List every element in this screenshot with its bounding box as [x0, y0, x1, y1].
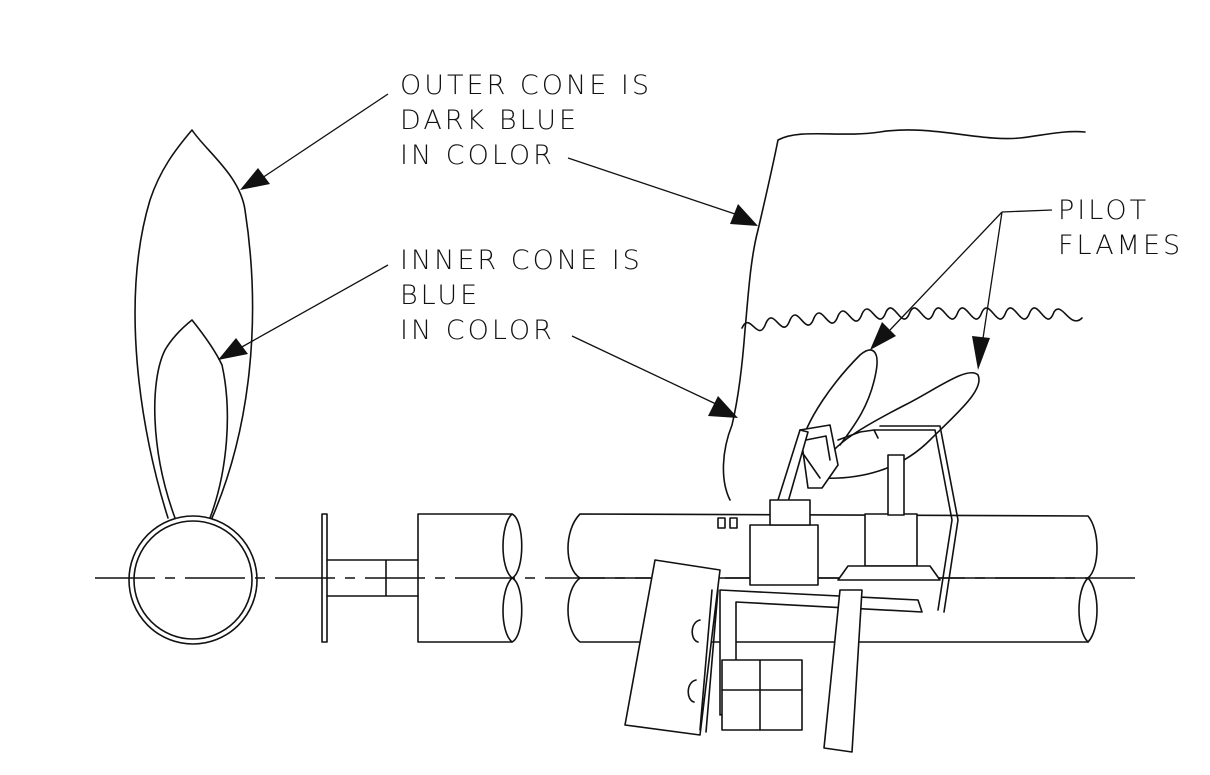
- burner-neck: [326, 559, 419, 597]
- outer-cone-label: OUTER CONE IS DARK BLUE IN COLOR: [400, 68, 652, 173]
- thermocouple-base: [864, 513, 918, 567]
- thermocouple-nut: [837, 565, 941, 581]
- arrowhead: [218, 338, 248, 360]
- orifice-block-lines: [721, 659, 803, 731]
- thermocouple-lead: [823, 589, 863, 753]
- outer-cone-label-line-3: IN COLOR: [400, 140, 555, 171]
- callout-inner-cone: [218, 264, 738, 418]
- pilot-hood: [799, 424, 839, 489]
- pilot-flame-left: [799, 349, 878, 451]
- pilot-body: [749, 524, 819, 586]
- orifice-block: [721, 659, 803, 731]
- arrowhead: [240, 168, 270, 190]
- thermocouple-rod: [887, 454, 905, 516]
- burner-tube-ends: [1078, 577, 1089, 643]
- outer-cone-label-line-2: DARK BLUE: [400, 105, 580, 136]
- pilot-flames-label: PILOT FLAMES: [1058, 193, 1183, 263]
- flame-wave-line: [741, 307, 1083, 332]
- callout-outer-cone: [240, 93, 758, 226]
- gas-valve-body: [624, 559, 721, 736]
- main-flame: [722, 129, 1086, 501]
- burner-port-outer: [128, 515, 258, 645]
- inner-cone: [153, 319, 229, 519]
- inner-cone-label-line-1: INNER CONE IS: [400, 245, 643, 276]
- pilot-flames-label-line-2: FLAMES: [1058, 230, 1184, 261]
- pilot-upper: [769, 499, 811, 526]
- inner-cone-label-line-2: BLUE: [400, 280, 481, 311]
- burner-body-ends: [502, 513, 513, 643]
- outer-cone-label-line-1: OUTER CONE IS: [400, 70, 652, 101]
- burner-port-inner: [133, 520, 253, 640]
- pilot-bracket: [873, 425, 959, 613]
- arrowhead: [708, 396, 738, 418]
- burner-side-view: [321, 513, 523, 643]
- arrowhead: [972, 336, 990, 370]
- pilot-shield-top: [837, 429, 879, 441]
- arrowhead: [870, 322, 896, 350]
- port-slot-1: [717, 517, 726, 529]
- mounting-flange: [321, 513, 328, 643]
- inner-cone-label-line-3: IN COLOR: [400, 315, 555, 346]
- outer-cone: [134, 129, 254, 519]
- gas-valve-rail: [699, 589, 719, 733]
- burner-flame-end-view: [128, 129, 258, 645]
- pilot-hood-inner: [803, 435, 831, 479]
- burner-with-pilot: [567, 129, 1098, 753]
- pilot-flames-label-line-1: PILOT: [1058, 195, 1150, 226]
- pilot-tube: [777, 429, 809, 503]
- port-slot-2: [729, 517, 738, 529]
- callout-pilot-flames: [870, 209, 1053, 370]
- inner-cone-label: INNER CONE IS BLUE IN COLOR: [400, 243, 643, 348]
- gas-valve-bumps: [687, 619, 701, 703]
- arrowhead: [730, 204, 758, 226]
- mounting-bracket: [719, 589, 923, 716]
